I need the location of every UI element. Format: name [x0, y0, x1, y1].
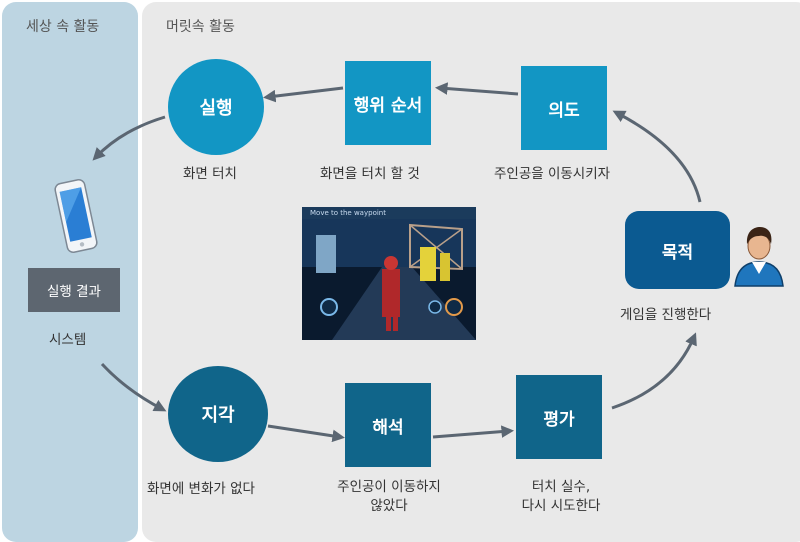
caption-interpretation-line2: 않았다	[370, 498, 408, 514]
node-goal: 목적	[625, 211, 730, 289]
arrow-execution-to-system	[92, 115, 166, 161]
arrow-system-to-perception	[100, 362, 167, 412]
caption-perception: 화면에 변화가 없다	[147, 481, 255, 497]
game-hud-objective: Move to the waypoint	[302, 207, 476, 219]
caption-intention: 주인공을 이동시키자	[494, 166, 611, 182]
arrow-intention-to-sequence	[434, 82, 519, 96]
smartphone-icon	[54, 179, 98, 253]
user-avatar-icon	[734, 227, 784, 287]
arrow-evaluation-to-goal	[611, 332, 697, 410]
world-panel-title: 세상 속 활동	[26, 19, 100, 35]
caption-evaluation-line2: 다시 시도한다	[521, 498, 601, 514]
arrow-perception-to-interpretation	[267, 424, 345, 443]
arrow-interpretation-to-evaluation	[432, 425, 515, 439]
arrow-sequence-to-execution	[262, 86, 344, 103]
caption-goal: 게임을 진행한다	[620, 307, 712, 323]
caption-evaluation-line1: 터치 실수,	[531, 479, 591, 495]
node-intention: 의도	[521, 66, 607, 150]
caption-action-sequence: 화면을 터치 할 것	[320, 166, 420, 182]
execution-result-box: 실행 결과	[28, 268, 120, 312]
caption-system: 시스템	[49, 332, 87, 348]
game-scene-image	[302, 207, 476, 340]
game-screenshot: Move to the waypoint	[302, 207, 476, 340]
mind-panel-title: 머릿속 활동	[166, 19, 235, 35]
caption-interpretation-line1: 주인공이 이동하지	[337, 479, 441, 495]
node-action-sequence: 행위 순서	[345, 61, 431, 145]
node-evaluation: 평가	[516, 375, 602, 459]
arrow-goal-to-intention	[612, 110, 702, 203]
node-interpretation: 해석	[345, 383, 431, 467]
caption-execution: 화면 터치	[183, 166, 237, 182]
node-perception: 지각	[168, 366, 268, 462]
node-execution: 실행	[168, 59, 264, 155]
